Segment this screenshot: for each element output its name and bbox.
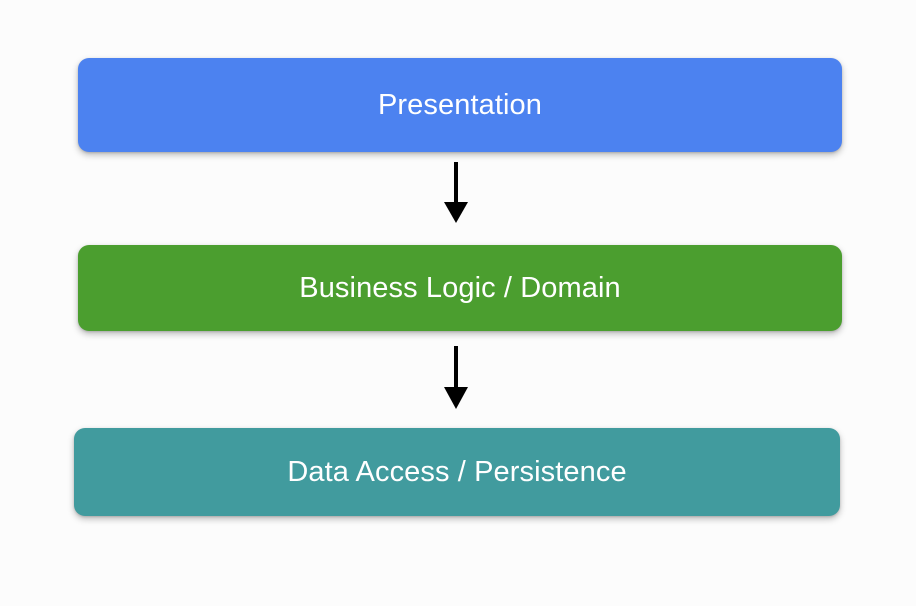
node-business-logic[interactable]: Business Logic / Domain <box>78 245 842 331</box>
node-presentation-label: Presentation <box>377 88 543 121</box>
node-data-access[interactable]: Data Access / Persistence <box>74 428 840 516</box>
edge-business-to-data-arrow-icon <box>432 346 480 410</box>
edge-presentation-to-business-arrow-icon <box>432 162 480 224</box>
node-business-logic-label: Business Logic / Domain <box>299 271 621 304</box>
node-presentation[interactable]: Presentation <box>78 58 842 152</box>
node-data-access-label: Data Access / Persistence <box>287 455 627 488</box>
